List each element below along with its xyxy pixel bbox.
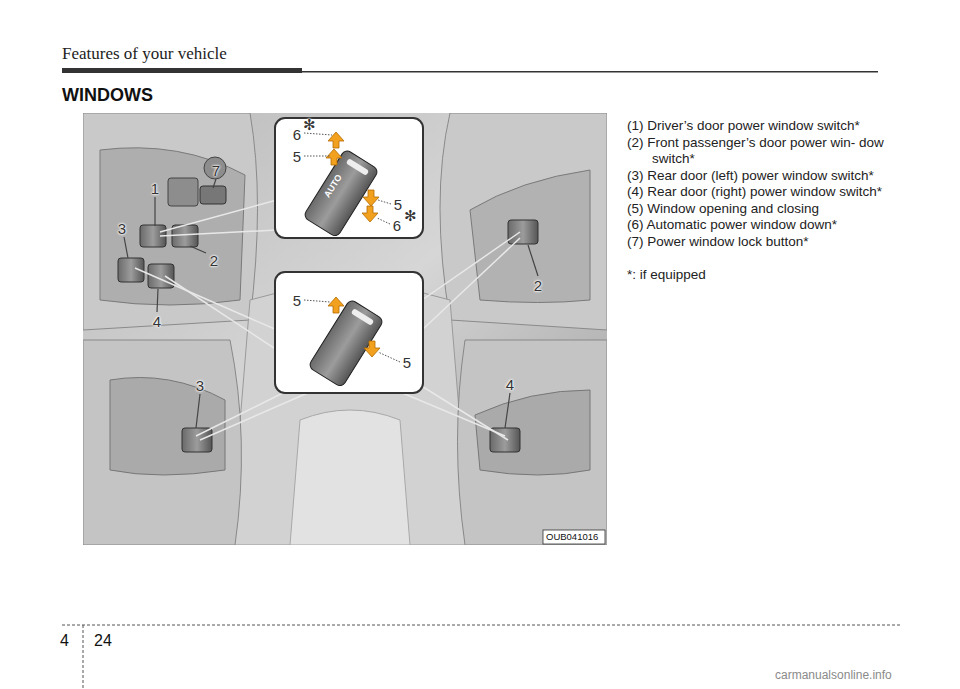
callout-number: 5 xyxy=(293,149,301,164)
section-title: WINDOWS xyxy=(62,85,153,106)
watermark: carmanualsonline.info xyxy=(775,668,892,682)
legend-item: (1) Driver’s door power window switch* xyxy=(627,118,889,135)
callout-number: 4 xyxy=(506,377,514,392)
page-header: Features of your vehicle xyxy=(62,44,227,64)
callout-number: 6 xyxy=(293,127,301,142)
callout-number: 3 xyxy=(196,378,204,393)
asterisk-mark: ✻ xyxy=(303,117,316,132)
callout-number: 6 xyxy=(393,218,401,233)
callout-number: 3 xyxy=(118,221,126,236)
legend-item: (6) Automatic power window down* xyxy=(627,217,889,234)
callout-number: 2 xyxy=(534,278,542,293)
callout-number: 5 xyxy=(394,197,402,212)
page-number: 24 xyxy=(94,632,112,650)
footnote: *: if equipped xyxy=(627,267,889,284)
callout-number: 7 xyxy=(212,163,220,178)
legend-item: (5) Window opening and closing xyxy=(627,201,889,218)
chapter-number: 4 xyxy=(60,632,69,650)
legend-item: (7) Power window lock button* xyxy=(627,234,889,251)
callout-number: 1 xyxy=(151,181,159,196)
callout-number: 5 xyxy=(403,355,411,370)
callout-number: 2 xyxy=(210,253,218,268)
legend-item: (2) Front passenger’s door power win- do… xyxy=(627,135,889,168)
legend-item: (4) Rear door (right) power window switc… xyxy=(627,184,889,201)
legend-item: (3) Rear door (left) power window switch… xyxy=(627,168,889,185)
figure-code: OUB041016 xyxy=(546,531,598,542)
callout-number: 4 xyxy=(153,314,161,329)
callout-number: 5 xyxy=(293,293,301,308)
asterisk-mark: ✻ xyxy=(404,208,417,223)
